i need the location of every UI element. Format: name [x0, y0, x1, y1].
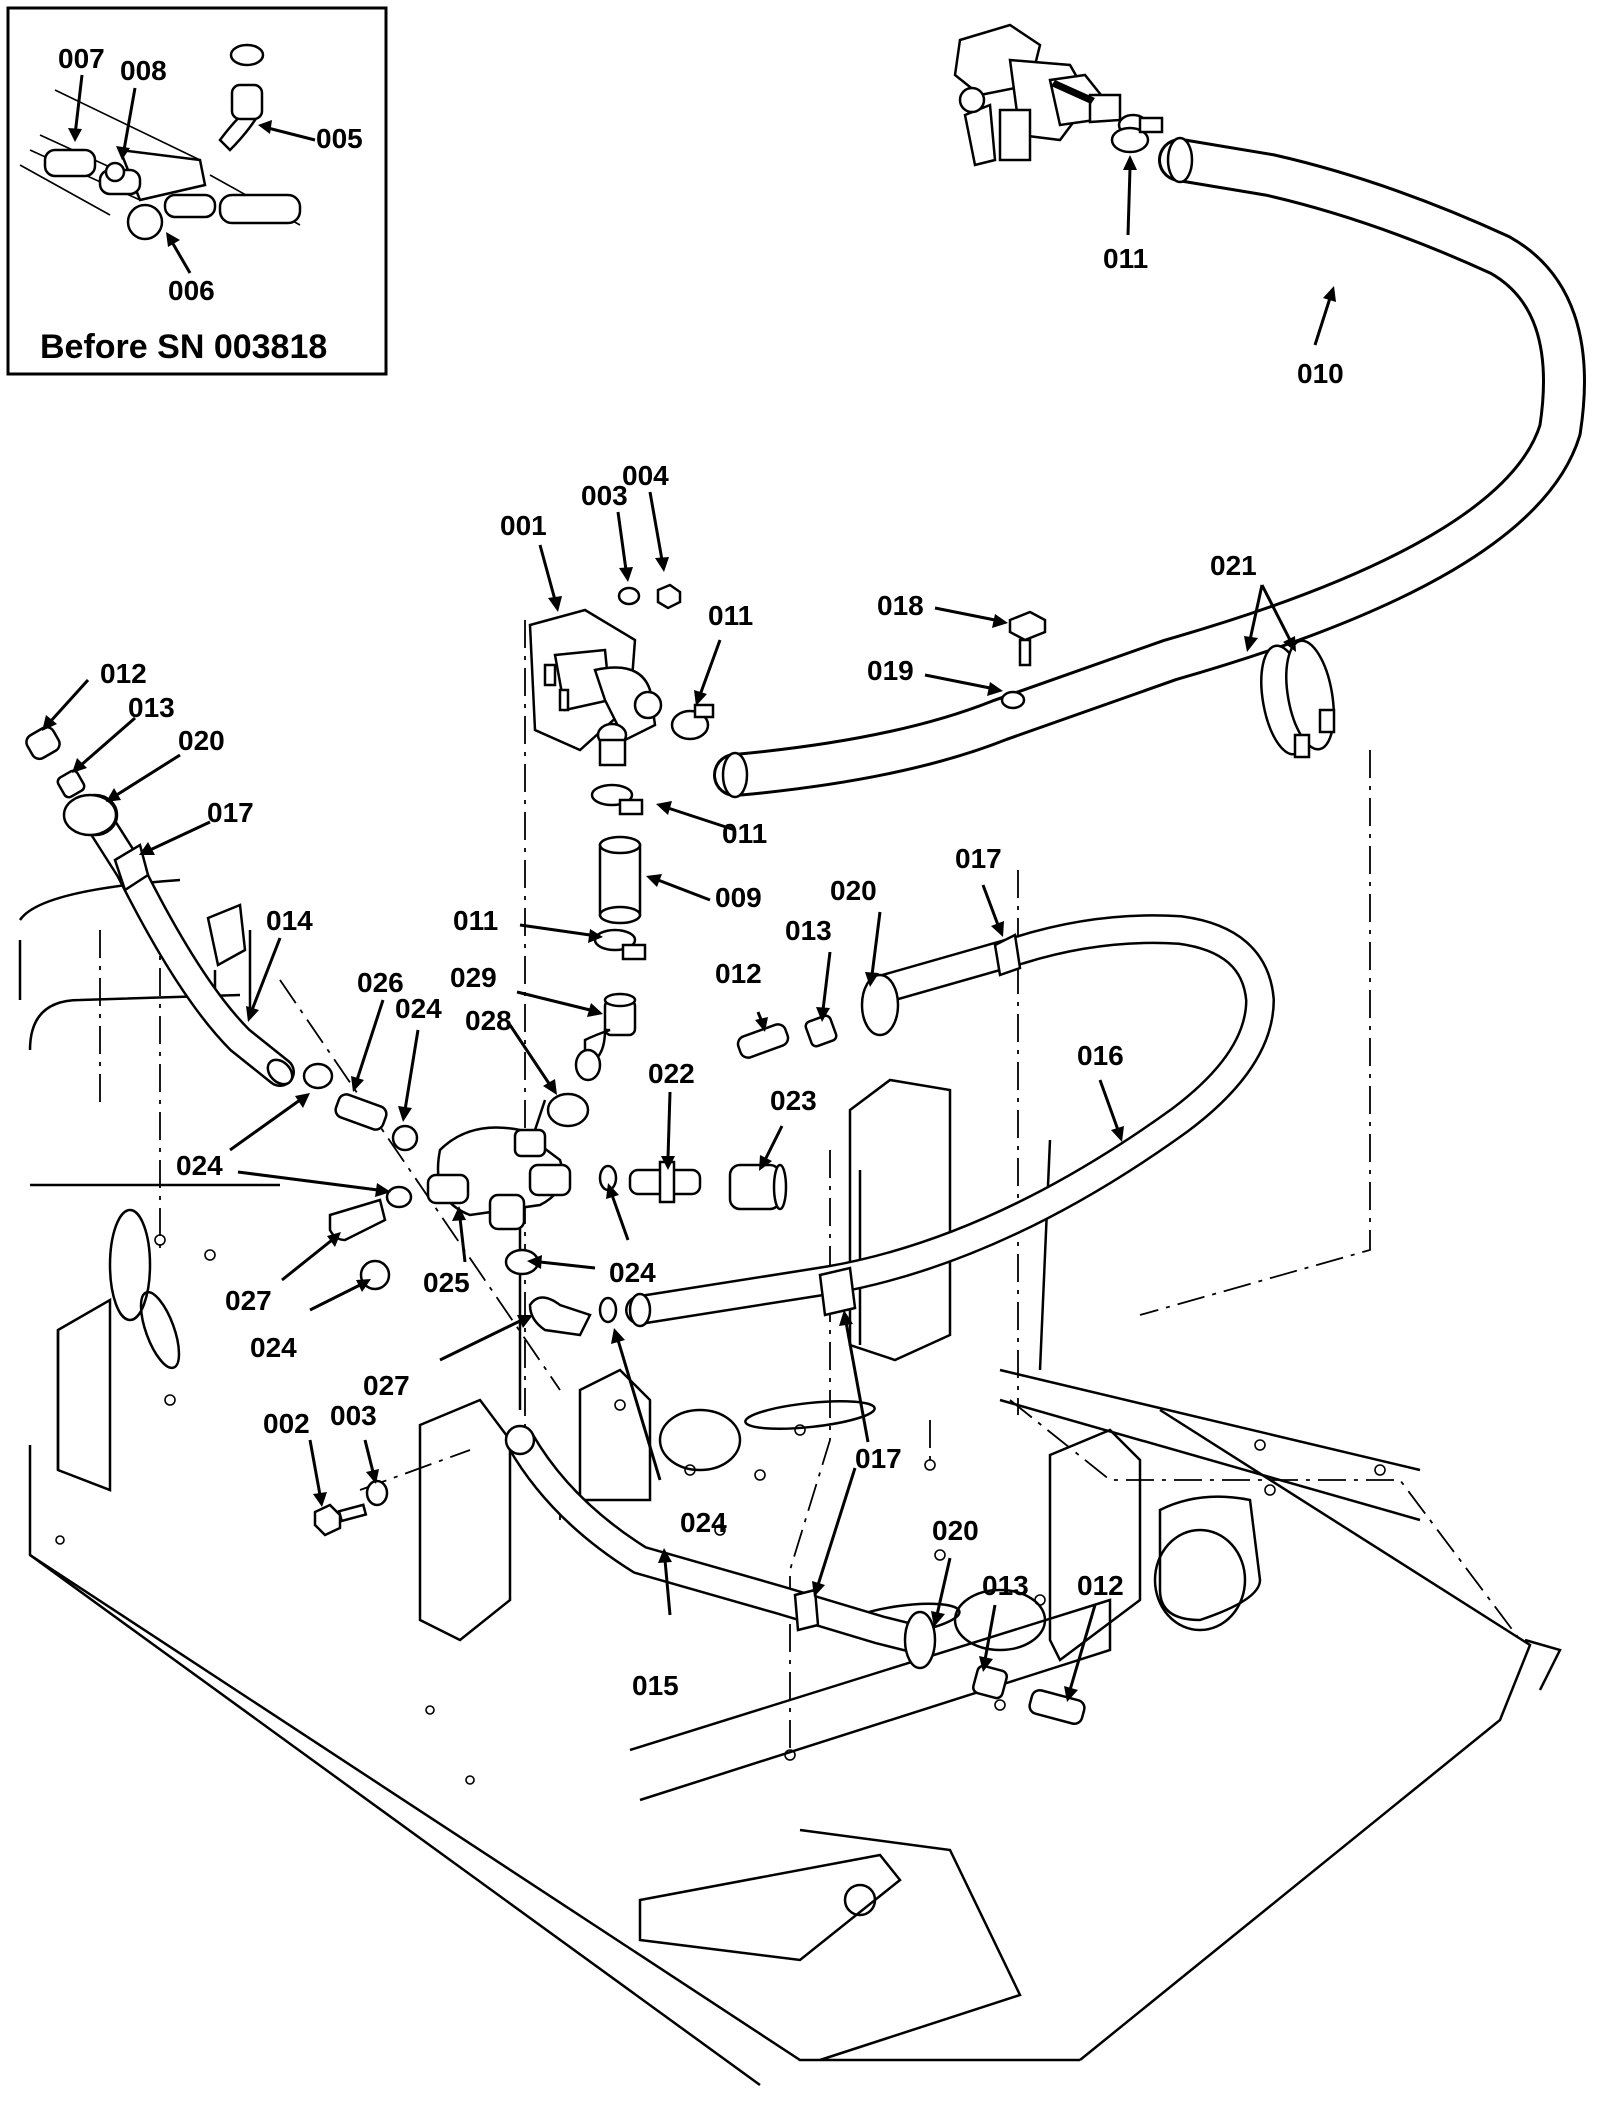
callout-011-valve: 011 — [708, 600, 753, 631]
elbow-027-lower — [528, 1296, 592, 1337]
hose-015 — [504, 1424, 935, 1655]
hose-010 — [713, 136, 1586, 799]
clamp-017-left — [113, 843, 150, 892]
fitting-013-left — [56, 769, 86, 799]
callout-017-left: 017 — [207, 797, 254, 828]
clamp-024-g — [598, 1296, 618, 1324]
callout-011-elbow: 011 — [722, 818, 767, 849]
callout-002: 002 — [263, 1408, 310, 1439]
grommet-020-left — [62, 793, 118, 837]
callout-003-bottom: 003 — [330, 1400, 377, 1431]
callout-020-left: 020 — [178, 725, 225, 756]
callout-025: 025 — [423, 1267, 470, 1298]
callout-029: 029 — [450, 962, 497, 993]
callout-024-right: 024 — [609, 1257, 656, 1288]
callout-017-mid: 017 — [955, 843, 1002, 874]
callout-016: 016 — [1077, 1040, 1124, 1071]
inset-callout-008: 008 — [120, 55, 167, 86]
callout-019: 019 — [867, 655, 914, 686]
clamp-011-elbow — [590, 783, 644, 816]
callout-013-mid: 013 — [785, 915, 832, 946]
fitting-026 — [334, 1093, 388, 1131]
callout-024-bottom: 024 — [680, 1507, 727, 1538]
bolt-002 — [313, 1503, 368, 1537]
nut-004 — [656, 583, 682, 610]
cap-023 — [728, 1163, 788, 1211]
hose-016 — [625, 914, 1275, 1328]
inset-callout-005: 005 — [316, 123, 363, 154]
callout-003-top: 003 — [581, 480, 628, 511]
clamp-011-top — [1110, 116, 1164, 154]
callout-027-lower: 027 — [363, 1370, 410, 1401]
fitting-012-left — [25, 725, 61, 761]
callout-013-left: 013 — [128, 692, 175, 723]
clamp-017-bottom — [793, 1588, 820, 1632]
callout-021: 021 — [1210, 550, 1257, 581]
clamp-024-a — [302, 1062, 334, 1090]
callout-010: 010 — [1297, 358, 1344, 389]
fuel-pump-001 — [528, 608, 663, 767]
clamps-021 — [1260, 639, 1336, 759]
hose-014 — [71, 793, 295, 1087]
callout-027-upper: 027 — [225, 1285, 272, 1316]
callout-012-right: 012 — [1077, 1570, 1124, 1601]
callout-009: 009 — [715, 882, 762, 913]
callout-023: 023 — [770, 1085, 817, 1116]
callout-011-top: 011 — [1103, 243, 1148, 274]
grommet-020-right — [903, 1610, 937, 1670]
fitting-013-right — [971, 1664, 1009, 1700]
clamp-017-right — [818, 1266, 857, 1317]
callout-020-mid: 020 — [830, 875, 877, 906]
callout-026: 026 — [357, 967, 404, 998]
washer-019 — [1000, 690, 1026, 710]
callout-001: 001 — [500, 510, 547, 541]
manifold-025 — [426, 1126, 572, 1231]
clamp-017-mid — [993, 933, 1022, 977]
bolt-018 — [1008, 610, 1047, 667]
callout-012-mid: 012 — [715, 958, 762, 989]
hose-009 — [598, 835, 642, 925]
callout-011-hose: 011 — [453, 905, 498, 936]
elbow-029 — [574, 992, 637, 1082]
callout-028: 028 — [465, 1005, 512, 1036]
callout-014: 014 — [266, 905, 313, 936]
callout-018: 018 — [877, 590, 924, 621]
callout-labels: 001 003 004 011 011 010 021 018 019 011 … — [100, 243, 1344, 1701]
callout-017-bottom: 017 — [855, 1443, 902, 1474]
grommet-020-mid — [860, 973, 900, 1037]
inset-caption: Before SN 003818 — [40, 328, 327, 366]
callout-022: 022 — [648, 1058, 695, 1089]
clamp-024-b — [391, 1124, 419, 1152]
fitting-013-mid — [804, 1014, 838, 1048]
callout-020-right: 020 — [932, 1515, 979, 1546]
callout-004: 004 — [622, 460, 669, 491]
leader-lines — [42, 155, 1336, 1702]
fitting-012-right — [1028, 1688, 1086, 1726]
clamp-028 — [546, 1092, 590, 1128]
callout-024-lower-left: 024 — [250, 1332, 297, 1363]
fitting-022 — [628, 1160, 702, 1204]
fitting-012-mid — [736, 1023, 790, 1059]
washer-003-bottom — [365, 1479, 389, 1507]
clamp-011-hose — [593, 928, 647, 961]
callout-015: 015 — [632, 1670, 679, 1701]
callout-024-top: 024 — [395, 993, 442, 1024]
inset-callout-006: 006 — [168, 275, 215, 306]
clamp-024-c — [385, 1185, 413, 1209]
washer-003-top — [617, 586, 641, 606]
frame-structure — [18, 620, 1562, 2087]
callout-013-right: 013 — [982, 1570, 1029, 1601]
inset-callout-007: 007 — [58, 43, 105, 74]
inset-before-sn: 007 008 005 006 Before SN 003818 — [6, 6, 388, 376]
clamp-011-valve — [670, 703, 715, 741]
callout-012-left: 012 — [100, 658, 147, 689]
callout-024-left: 024 — [176, 1150, 223, 1181]
